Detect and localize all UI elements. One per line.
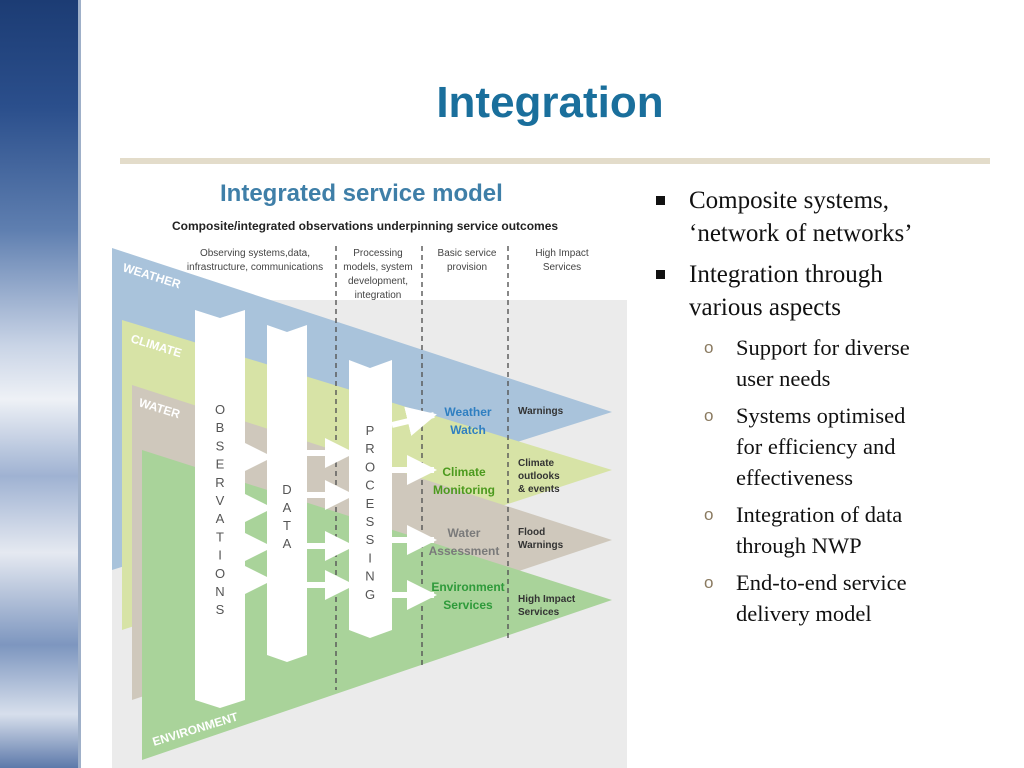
header-observing-line2: infrastructure, communications	[187, 262, 323, 273]
sub-bullet-item: o Systems optimised for efficiency and e…	[652, 400, 1002, 493]
sub-bullet-line: Systems optimised	[736, 403, 906, 428]
sub-bullet-item: o End-to-end service delivery model	[652, 567, 1002, 629]
processing-letter: I	[368, 550, 372, 565]
processing-letter: S	[366, 514, 375, 529]
processing-pillar	[349, 360, 392, 638]
impact-environment-line1: High Impact	[518, 594, 576, 605]
service-weather-line2: Watch	[450, 423, 486, 437]
data-pillar	[267, 325, 307, 662]
observations-letter: B	[216, 420, 225, 435]
sky-border	[78, 0, 81, 768]
header-basic-line1: Basic service	[438, 248, 497, 259]
sub-bullet-line: user needs	[736, 366, 831, 391]
diagram-title: Integrated service model	[220, 180, 503, 207]
bullet-item: Composite systems, ‘network of networks’	[652, 184, 1002, 250]
impact-weather-line1: Warnings	[518, 406, 564, 417]
observations-letter: V	[216, 493, 225, 508]
arrow-proc-svc-1	[391, 406, 437, 436]
observations-letter: T	[216, 529, 224, 544]
bullet-line: various aspects	[689, 294, 842, 321]
impact-climate-line2: outlooks	[518, 471, 560, 482]
header-processing-line4: integration	[355, 290, 402, 301]
impact-climate-line3: & events	[518, 484, 560, 495]
data-letter: D	[282, 482, 291, 497]
diagram-subtitle: Composite/integrated observations underp…	[172, 219, 558, 233]
circle-bullet-icon: o	[704, 406, 714, 425]
service-climate-line1: Climate	[442, 465, 486, 479]
header-observing-line1: Observing systems,data,	[200, 248, 310, 259]
processing-letter: R	[365, 441, 374, 456]
data-letter: A	[283, 536, 292, 551]
observations-letter: I	[218, 548, 222, 563]
sub-bullet-line: for efficiency and	[736, 434, 896, 459]
service-environment-line2: Services	[443, 598, 493, 612]
processing-letter: G	[365, 587, 375, 602]
observations-letter: N	[215, 584, 224, 599]
header-impact-line2: Services	[543, 262, 581, 273]
bullet-list: Composite systems, ‘network of networks’…	[652, 184, 1002, 635]
sub-bullet-line: Integration of data	[736, 502, 903, 527]
bullet-line: Composite systems,	[689, 187, 890, 214]
service-weather-line1: Weather	[444, 405, 491, 419]
service-water-line1: Water	[448, 526, 481, 540]
observations-letter: O	[215, 566, 225, 581]
sky-background	[0, 0, 78, 768]
sub-bullet-item: o Integration of data through NWP	[652, 499, 1002, 561]
circle-bullet-icon: o	[704, 505, 714, 524]
header-basic-line2: provision	[447, 262, 487, 273]
processing-letter: E	[366, 496, 375, 511]
sub-bullet-line: through NWP	[736, 533, 862, 558]
observations-letter: S	[216, 602, 225, 617]
circle-bullet-icon: o	[704, 338, 714, 357]
processing-letter: P	[366, 423, 375, 438]
impact-environment-line2: Services	[518, 607, 560, 618]
sub-bullet-line: delivery model	[736, 601, 872, 626]
integrated-service-model-diagram: Integrated service model Composite/integ…	[112, 180, 627, 768]
service-environment-line1: Environment	[431, 580, 504, 594]
service-climate-line2: Monitoring	[433, 483, 495, 497]
square-bullet-icon	[656, 196, 665, 205]
bullet-line: Integration through	[689, 261, 883, 288]
impact-water-line2: Warnings	[518, 540, 564, 551]
processing-letter: N	[365, 569, 374, 584]
sub-bullet-item: o Support for diverse user needs	[652, 332, 1002, 394]
processing-letter: S	[366, 532, 375, 547]
observations-pillar	[195, 310, 245, 708]
data-letter: A	[283, 500, 292, 515]
header-processing-line1: Processing	[353, 248, 402, 259]
processing-letter: C	[365, 478, 374, 493]
data-letter: T	[283, 518, 291, 533]
square-bullet-icon	[656, 270, 665, 279]
sub-bullet-line: Support for diverse	[736, 335, 910, 360]
service-water-line2: Assessment	[429, 544, 500, 558]
impact-climate-line1: Climate	[518, 458, 555, 469]
observations-letter: O	[215, 402, 225, 417]
observations-letter: R	[215, 475, 224, 490]
impact-water-line1: Flood	[518, 527, 545, 538]
observations-letter: S	[216, 438, 225, 453]
sub-bullet-line: End-to-end service	[736, 570, 907, 595]
header-processing-line2: models, system	[343, 262, 412, 273]
bullet-line: ‘network of networks’	[689, 220, 913, 247]
title-rule	[120, 158, 990, 164]
circle-bullet-icon: o	[704, 573, 714, 592]
processing-letter: O	[365, 459, 375, 474]
observations-letter: E	[216, 457, 225, 472]
header-impact-line1: High Impact	[535, 248, 589, 259]
bullet-item: Integration through various aspects	[652, 258, 1002, 324]
sub-bullet-line: effectiveness	[736, 465, 854, 490]
observations-letter: A	[216, 511, 225, 526]
slide-title: Integration	[436, 78, 664, 127]
header-processing-line3: development,	[348, 276, 408, 287]
